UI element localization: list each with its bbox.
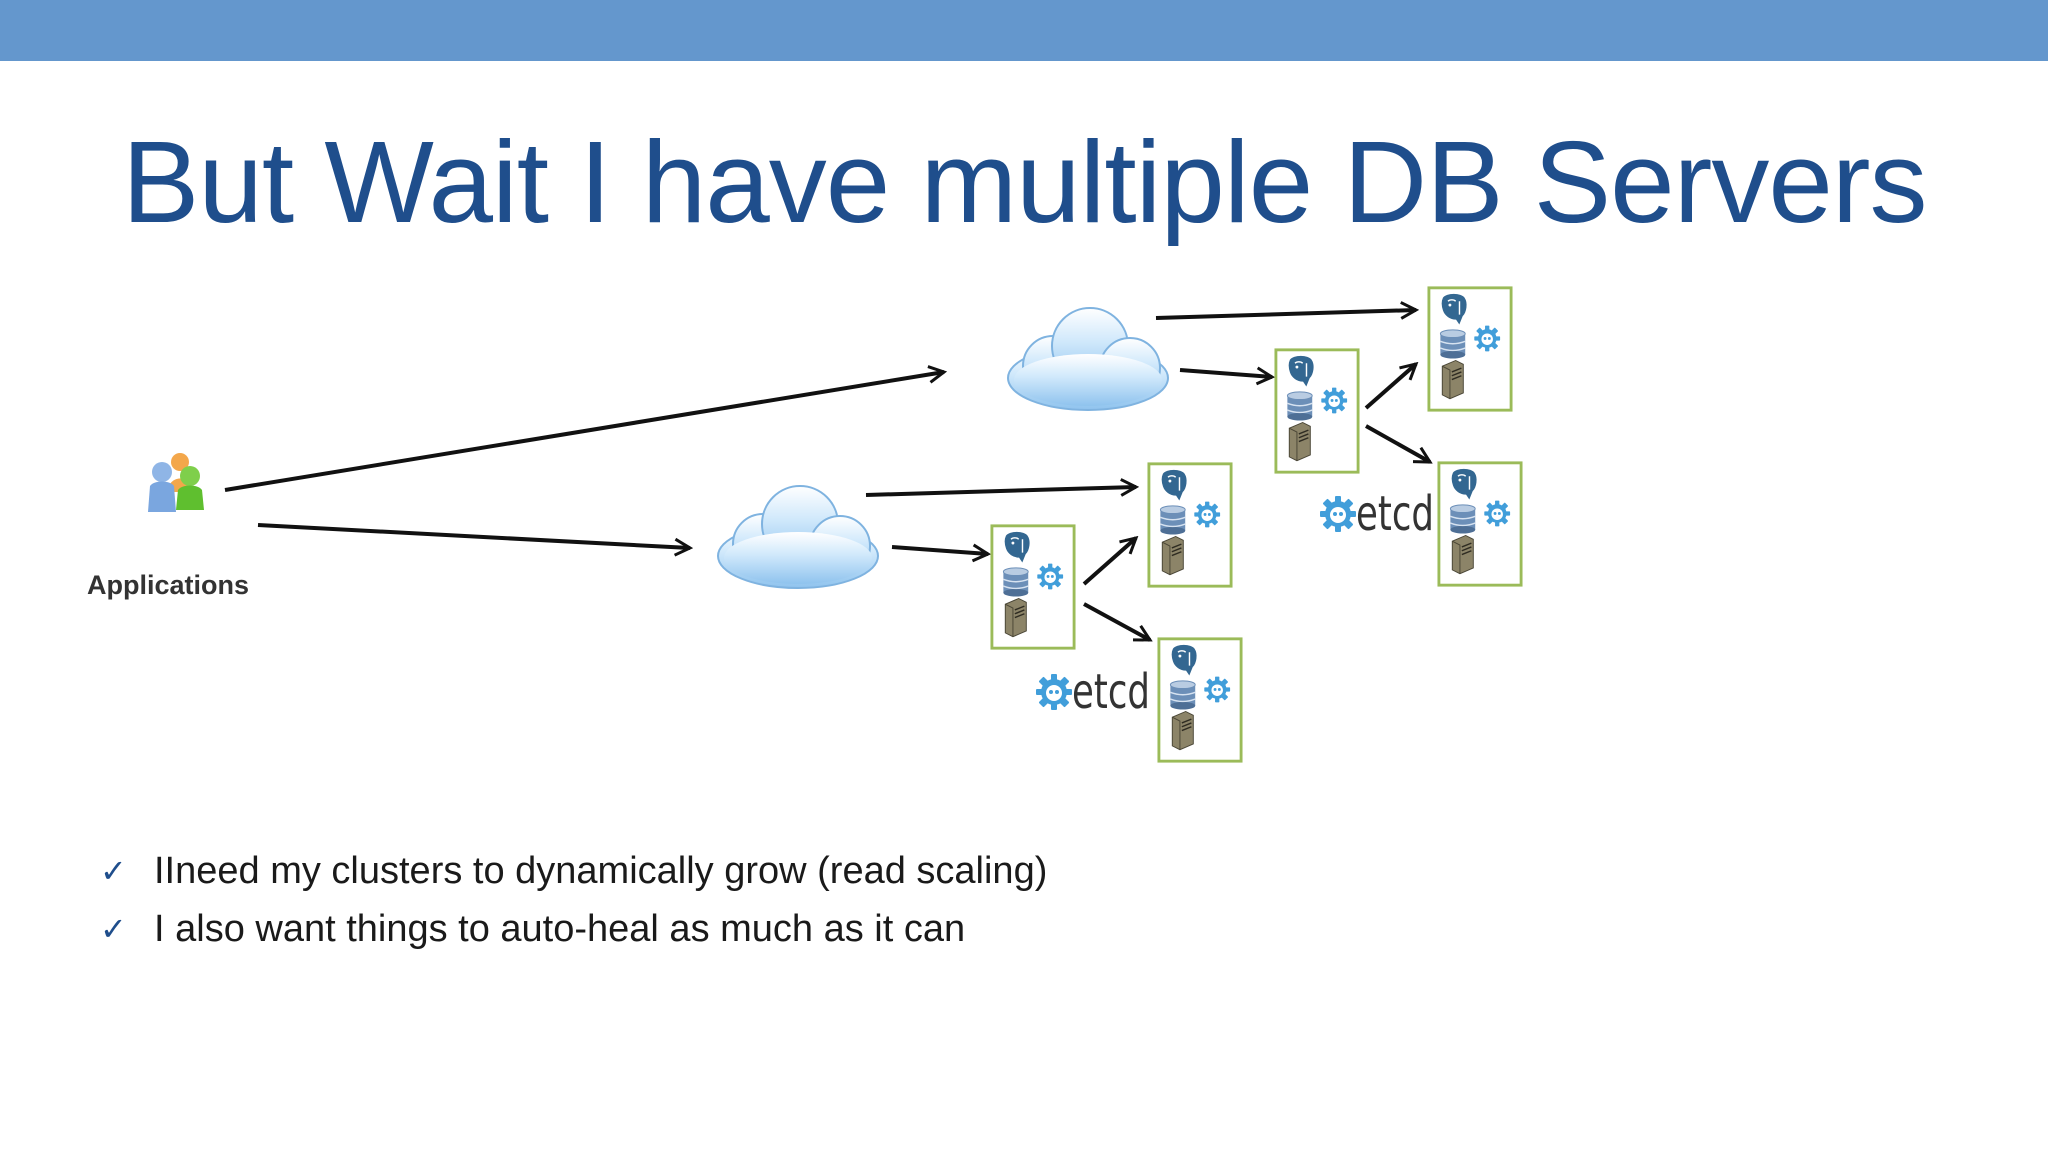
slide-title: But Wait I have multiple DB Servers [122, 117, 1927, 247]
bullet-item: ✓ I also want things to auto-heal as muc… [100, 900, 1047, 958]
postgres-server-icon [1276, 350, 1358, 472]
header-bar [0, 0, 2048, 61]
arrow-lower-primary-to-replica-a [1082, 538, 1136, 586]
arrow-upper-cloud-to-primary [1179, 370, 1272, 377]
arrow-lower-cloud-to-primary [891, 547, 988, 554]
postgres-server-icon [1429, 288, 1511, 410]
bullet-list: ✓ IIneed my clusters to dynamically grow… [100, 842, 1047, 958]
bullet-item: ✓ IIneed my clusters to dynamically grow… [100, 842, 1047, 900]
etcd-logo: etcd [1320, 486, 1434, 542]
bullet-text: IIneed my clusters to dynamically grow (… [154, 849, 1048, 892]
checkmark-icon: ✓ [100, 853, 127, 889]
applications-label: Applications [87, 570, 249, 600]
arrow-upper-primary-to-replica-a [1364, 364, 1416, 410]
etcd-logo-icon [1320, 496, 1356, 532]
etcd-label: etcd [1356, 486, 1434, 542]
arrow-app-to-upper-cloud [224, 372, 944, 492]
checkmark-icon: ✓ [100, 911, 127, 947]
postgres-server-icon [1159, 639, 1241, 761]
cloud-icon [1007, 307, 1169, 411]
postgres-server-icon [1439, 463, 1521, 585]
users-icon [148, 453, 204, 512]
arrow-lower-primary-to-replica-b [1083, 602, 1150, 642]
etcd-logo: etcd [1036, 664, 1150, 720]
postgres-server-icon [1149, 464, 1231, 586]
cloud-icon [716, 484, 880, 590]
arrow-upper-primary-to-replica-b [1365, 424, 1430, 464]
etcd-label: etcd [1072, 664, 1150, 720]
arrow-app-to-lower-cloud [257, 523, 690, 548]
bullet-text: I also want things to auto-heal as much … [154, 907, 966, 950]
arrow-lower-cloud-to-replica [865, 487, 1136, 497]
postgres-server-icon [992, 526, 1074, 648]
arrow-upper-cloud-to-replica [1155, 310, 1416, 320]
etcd-logo-icon [1036, 674, 1072, 710]
